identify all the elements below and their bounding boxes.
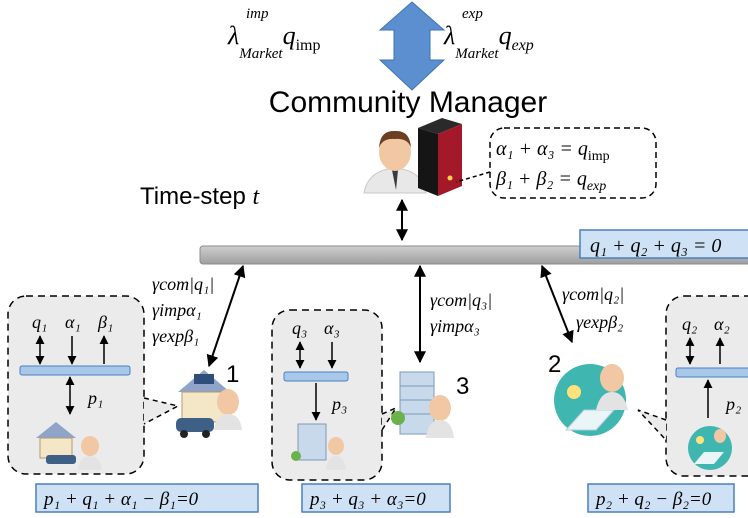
member-3-balance: p₃ + q₃ + α₃=0 bbox=[308, 489, 426, 510]
m2-alpha: α₂ bbox=[714, 314, 730, 334]
member-1-balance-box bbox=[35, 483, 259, 513]
time-step-label: Time-step t bbox=[140, 183, 260, 210]
svg-text:γcom|q₂|: γcom|q₂| bbox=[562, 284, 624, 304]
manager-constraints-bubble bbox=[489, 127, 657, 199]
member-1-house-icon bbox=[176, 370, 242, 438]
constraint-import: α₁ + α₃ = qimp bbox=[496, 138, 610, 164]
member-2-balance-box bbox=[587, 483, 735, 513]
svg-text:exp: exp bbox=[462, 6, 483, 22]
m2-q: q₂ bbox=[682, 314, 697, 334]
svg-text:γcom|q₃|: γcom|q₃| bbox=[430, 290, 492, 310]
bus-balance-box bbox=[579, 229, 748, 259]
m3-small-building-icon bbox=[291, 423, 346, 470]
link-member-1 bbox=[206, 264, 246, 368]
market-export-label: λMarketqexp exp bbox=[443, 6, 534, 62]
member-2-balance: p₂ + q₂ − β₂=0 bbox=[594, 489, 712, 510]
m2-node-bar bbox=[675, 367, 748, 378]
member-3-building-icon bbox=[391, 371, 454, 438]
manager-avatar bbox=[363, 130, 427, 194]
m3-q: q₃ bbox=[292, 318, 307, 338]
bus-balance-label: q₁ + q₂ + q₃ = 0 bbox=[590, 235, 721, 257]
member-1-balance: p₁ + q₁ + α₁ − β₁=0 bbox=[42, 489, 199, 510]
svg-text:γexpβ₁: γexpβ₁ bbox=[152, 326, 199, 346]
m3-p: p₃ bbox=[330, 394, 347, 414]
member-2-solar-icon bbox=[554, 364, 628, 436]
svg-text:imp: imp bbox=[246, 6, 269, 22]
member-2-number: 2 bbox=[548, 351, 561, 378]
link-1-costs: γcom|q₁| γimpα₁ γexpβ₁ bbox=[152, 274, 214, 346]
m1-beta: β₁ bbox=[97, 312, 113, 332]
community-manager-title: Community Manager bbox=[269, 86, 547, 119]
link-3-costs: γcom|q₃| γimpα₃ bbox=[430, 290, 492, 336]
svg-text:γimpα₁: γimpα₁ bbox=[152, 300, 202, 320]
constraint-export: β₁ + β₂ = qexp bbox=[495, 168, 606, 194]
server-icon bbox=[418, 118, 462, 196]
market-exchange-arrow bbox=[378, 1, 446, 91]
svg-text:λMarketqexp: λMarketqexp bbox=[443, 21, 534, 62]
m1-small-house-icon bbox=[36, 422, 102, 470]
market-import-label: λMarketqimp imp bbox=[227, 6, 320, 62]
m3-node-bar bbox=[283, 371, 349, 382]
m2-p: p₂ bbox=[724, 394, 741, 414]
svg-text:γimpα₃: γimpα₃ bbox=[430, 316, 480, 336]
m3-alpha: α₃ bbox=[324, 318, 340, 338]
member-1-number: 1 bbox=[226, 361, 239, 388]
m2-small-solar-icon bbox=[688, 426, 732, 470]
member-3-number: 3 bbox=[456, 373, 469, 400]
m1-q: q₁ bbox=[32, 312, 47, 332]
svg-text:γcom|q₁|: γcom|q₁| bbox=[152, 274, 214, 294]
m1-alpha: α₁ bbox=[65, 312, 81, 332]
m1-node-bar bbox=[19, 365, 131, 376]
link-2-costs: γcom|q₂| γexpβ₂ bbox=[562, 284, 624, 332]
svg-text:γexpβ₂: γexpβ₂ bbox=[576, 312, 623, 332]
link-member-2 bbox=[540, 264, 574, 344]
m1-p: p₁ bbox=[86, 388, 103, 408]
svg-text:λMarketqimp: λMarketqimp bbox=[227, 21, 320, 62]
member-3-balance-box bbox=[301, 483, 451, 513]
